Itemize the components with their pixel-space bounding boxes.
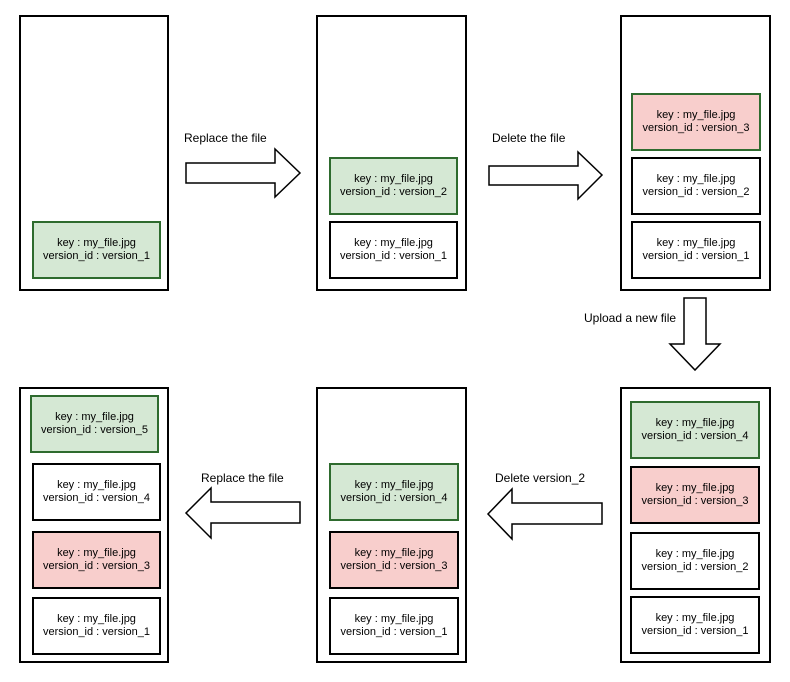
delete-marker-box: key : my_file.jpg version_id : version_3 [631,93,761,151]
version-id: version_id : version_1 [641,625,749,637]
version-box: key : my_file.jpg version_id : version_4 [630,401,760,459]
version-key: key : my_file.jpg [354,237,433,249]
version-id: version_id : version_4 [42,492,150,504]
version-id: version_id : version_2 [642,186,750,198]
transition-label-delete: Delete the file [492,131,566,145]
version-id: version_id : version_3 [340,560,448,572]
version-key: key : my_file.jpg [55,411,134,423]
version-key: key : my_file.jpg [655,612,735,624]
version-id: version_id : version_1 [42,250,150,262]
version-id: version_id : version_3 [641,495,749,507]
version-box: key : my_file.jpg version_id : version_1 [631,221,761,279]
version-id: version_id : version_1 [642,250,750,262]
transition-label-upload: Upload a new file [584,311,677,325]
arrow-right-icon [488,150,604,201]
version-box: key : my_file.jpg version_id : version_2 [329,157,458,215]
version-id: version_id : version_5 [40,424,148,436]
version-id: version_id : version_1 [339,250,447,262]
version-id: version_id : version_4 [641,430,749,442]
version-id: version_id : version_3 [642,122,750,134]
version-box: key : my_file.jpg version_id : version_4 [329,463,459,521]
arrow-right-icon [185,147,302,199]
version-key: key : my_file.jpg [57,237,136,249]
arrow-left-icon [184,486,301,540]
delete-marker-box: key : my_file.jpg version_id : version_3 [32,531,161,589]
version-key: key : my_file.jpg [354,173,433,185]
arrow-left-icon [486,487,603,541]
version-box: key : my_file.jpg version_id : version_1 [630,596,760,654]
delete-marker-box: key : my_file.jpg version_id : version_3 [329,531,459,589]
version-box: key : my_file.jpg version_id : version_4 [32,463,161,521]
transition-label-replace: Replace the file [201,471,284,485]
delete-marker-box: key : my_file.jpg version_id : version_3 [630,466,760,524]
version-box: key : my_file.jpg version_id : version_1 [32,221,161,279]
version-key: key : my_file.jpg [57,613,136,625]
version-key: key : my_file.jpg [57,547,136,559]
arrow-down-icon [668,297,722,372]
version-key: key : my_file.jpg [57,479,136,491]
version-key: key : my_file.jpg [656,109,736,121]
version-id: version_id : version_1 [42,626,150,638]
version-id: version_id : version_3 [42,560,150,572]
transition-label-replace: Replace the file [184,131,267,145]
version-key: key : my_file.jpg [354,547,434,559]
version-key: key : my_file.jpg [655,417,735,429]
version-id: version_id : version_2 [339,186,447,198]
version-key: key : my_file.jpg [655,548,735,560]
version-id: version_id : version_2 [641,561,749,573]
version-key: key : my_file.jpg [354,613,434,625]
version-box: key : my_file.jpg version_id : version_1 [32,597,161,655]
version-box: key : my_file.jpg version_id : version_1 [329,221,458,279]
version-key: key : my_file.jpg [354,479,434,491]
transition-label-delete-version: Delete version_2 [495,471,586,485]
version-box: key : my_file.jpg version_id : version_2 [630,532,760,590]
version-key: key : my_file.jpg [656,173,736,185]
version-id: version_id : version_1 [340,626,448,638]
version-key: key : my_file.jpg [655,482,735,494]
version-key: key : my_file.jpg [656,237,736,249]
version-box: key : my_file.jpg version_id : version_5 [30,395,159,453]
version-id: version_id : version_4 [340,492,448,504]
version-box: key : my_file.jpg version_id : version_2 [631,157,761,215]
version-box: key : my_file.jpg version_id : version_1 [329,597,459,655]
